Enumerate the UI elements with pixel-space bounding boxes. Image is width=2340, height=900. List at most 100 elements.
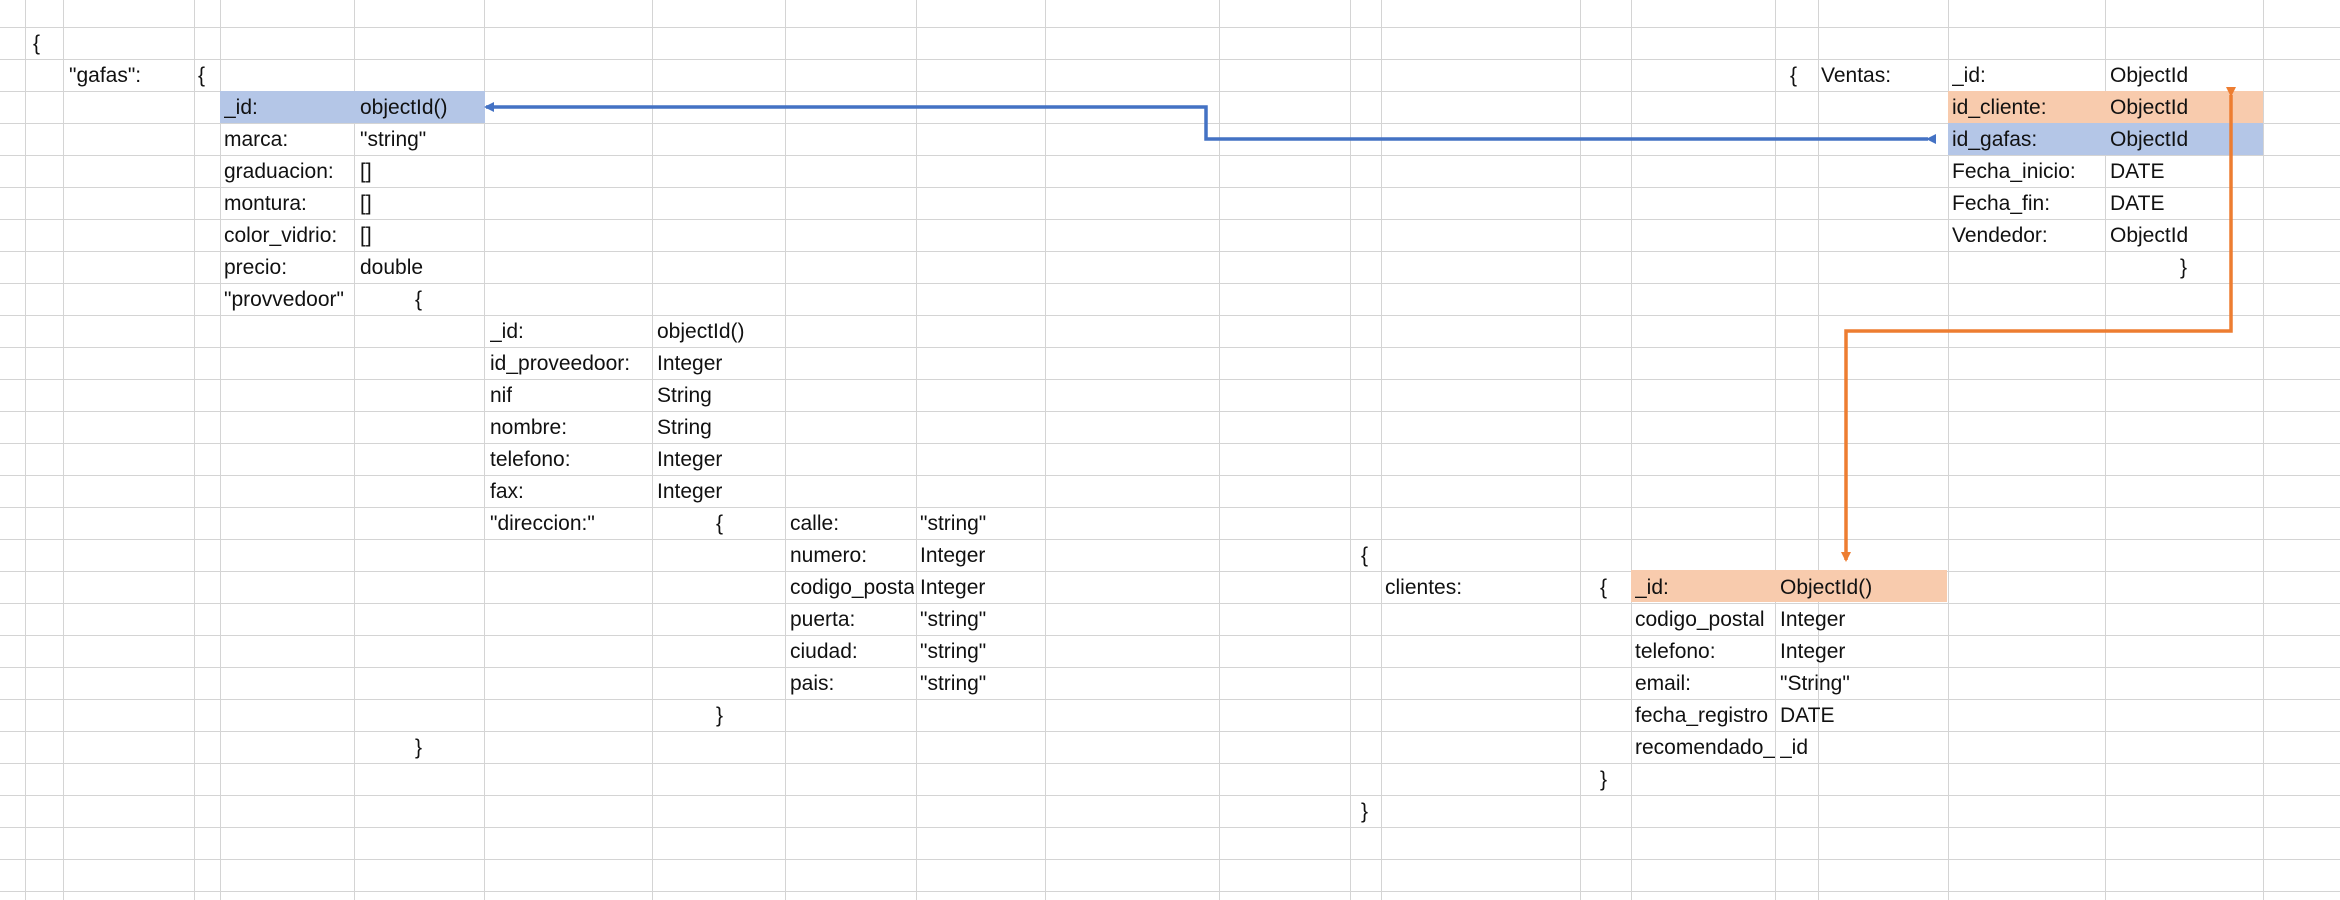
direccion-field-name[interactable]: calle: — [790, 512, 840, 535]
direccion-field-name[interactable]: codigo_postal — [790, 576, 914, 599]
grid-row-line — [0, 443, 2340, 444]
ventas-field-type[interactable]: ObjectId — [2110, 96, 2189, 119]
gafas-field-name[interactable]: graduacion: — [224, 160, 334, 183]
clientes-open-brace[interactable]: { — [1600, 576, 1608, 599]
clientes-field-type[interactable]: _id — [1780, 736, 1809, 759]
grid-column-line — [1775, 0, 1776, 900]
clientes-field-type[interactable]: Integer — [1780, 608, 1846, 631]
gafas-key[interactable]: "gafas": — [69, 64, 142, 87]
ventas-field-type[interactable]: DATE — [2110, 160, 2165, 183]
ventas-open-brace[interactable]: { — [1790, 64, 1798, 87]
proveedor-field-type[interactable]: objectId() — [657, 320, 745, 343]
grid-column-line — [1631, 0, 1632, 900]
gafas-field-name[interactable]: montura: — [224, 192, 307, 215]
proveedor-field-type[interactable]: String — [657, 384, 712, 407]
grid-column-line — [25, 0, 26, 900]
ventas-close-brace[interactable]: } — [2180, 256, 2188, 279]
grid-column-line — [354, 0, 355, 900]
proveedor-key[interactable]: "provvedoor" — [224, 288, 344, 311]
proveedor-field-type[interactable]: Integer — [657, 448, 723, 471]
ventas-field-type[interactable]: ObjectId — [2110, 64, 2189, 87]
gafas-field-name[interactable]: _id: — [224, 96, 258, 119]
gafas-open-brace[interactable]: { — [198, 64, 206, 87]
gafas-field-name[interactable]: color_vidrio: — [224, 224, 338, 247]
grid-row-line — [0, 91, 2340, 92]
clientes-field-type[interactable]: "String" — [1780, 672, 1850, 695]
grid-column-line — [194, 0, 195, 900]
gafas-field-type[interactable]: [] — [360, 224, 372, 247]
grid-row-line — [0, 731, 2340, 732]
proveedor-field-name[interactable]: _id: — [490, 320, 524, 343]
clientes-outer-close-brace[interactable]: } — [1361, 800, 1369, 823]
direccion-field-name[interactable]: pais: — [790, 672, 835, 695]
root-open-brace[interactable]: { — [33, 32, 41, 55]
ventas-field-name[interactable]: id_cliente: — [1952, 96, 2047, 119]
gafas-field-name[interactable]: marca: — [224, 128, 289, 151]
ventas-field-name[interactable]: Fecha_inicio: — [1952, 160, 2076, 183]
direccion-field-type[interactable]: Integer — [920, 576, 986, 599]
gafas-field-type[interactable]: double — [360, 256, 424, 279]
ventas-field-type[interactable]: ObjectId — [2110, 224, 2189, 247]
ventas-field-type[interactable]: DATE — [2110, 192, 2165, 215]
direccion-field-name[interactable]: ciudad: — [790, 640, 858, 663]
direccion-field-type[interactable]: "string" — [920, 608, 987, 631]
grid-row-line — [0, 859, 2340, 860]
direccion-close-brace[interactable]: } — [716, 704, 724, 727]
grid-row-line — [0, 251, 2340, 252]
grid-row-line — [0, 187, 2340, 188]
clientes-field-name[interactable]: _id: — [1635, 576, 1669, 599]
clientes-outer-open-brace[interactable]: { — [1361, 544, 1369, 567]
grid-row-line — [0, 315, 2340, 316]
grid-row-line — [0, 507, 2340, 508]
proveedor-field-type[interactable]: Integer — [657, 480, 723, 503]
gafas-field-type[interactable]: "string" — [360, 128, 427, 151]
direccion-open-brace[interactable]: { — [716, 512, 724, 535]
clientes-id-highlight — [1631, 570, 1947, 602]
grid-column-line — [1219, 0, 1220, 900]
proveedor-open-brace[interactable]: { — [415, 288, 423, 311]
gafas-field-name[interactable]: precio: — [224, 256, 288, 279]
clientes-field-name[interactable]: telefono: — [1635, 640, 1716, 663]
clientes-field-type[interactable]: Integer — [1780, 640, 1846, 663]
grid-column-line — [916, 0, 917, 900]
grid-row-line — [0, 411, 2340, 412]
clientes-field-name[interactable]: fecha_registro — [1635, 704, 1769, 727]
grid-row-line — [0, 571, 2340, 572]
proveedor-field-type[interactable]: String — [657, 416, 712, 439]
proveedor-field-name[interactable]: nif — [490, 384, 513, 407]
direccion-field-name[interactable]: numero: — [790, 544, 868, 567]
proveedor-field-name[interactable]: id_proveedoor: — [490, 352, 631, 375]
ventas-field-name[interactable]: _id: — [1952, 64, 1986, 87]
clientes-field-type[interactable]: DATE — [1780, 704, 1835, 727]
direccion-field-name[interactable]: puerta: — [790, 608, 856, 631]
gafas-field-type[interactable]: [] — [360, 160, 372, 183]
clientes-field-name[interactable]: codigo_postal — [1635, 608, 1765, 631]
proveedor-field-name[interactable]: telefono: — [490, 448, 571, 471]
ventas-key[interactable]: Ventas: — [1821, 64, 1892, 87]
proveedor-field-name[interactable]: fax: — [490, 480, 524, 503]
clientes-field-type[interactable]: ObjectId() — [1780, 576, 1873, 599]
direccion-key[interactable]: "direccion:" — [490, 512, 595, 535]
clientes-field-name[interactable]: recomendado_ — [1635, 736, 1775, 759]
direccion-field-type[interactable]: "string" — [920, 640, 987, 663]
proveedor-close-brace[interactable]: } — [415, 736, 423, 759]
gafas-field-type[interactable]: [] — [360, 192, 372, 215]
grid-row-line — [0, 59, 2340, 60]
gafas-field-type[interactable]: objectId() — [360, 96, 448, 119]
ventas-field-name[interactable]: Vendedor: — [1952, 224, 2048, 247]
proveedor-field-type[interactable]: Integer — [657, 352, 723, 375]
ventas-field-type[interactable]: ObjectId — [2110, 128, 2189, 151]
direccion-field-type[interactable]: "string" — [920, 512, 987, 535]
clientes-field-name[interactable]: email: — [1635, 672, 1692, 695]
grid-row-line — [0, 699, 2340, 700]
grid-column-line — [1818, 0, 1819, 900]
clientes-key[interactable]: clientes: — [1385, 576, 1463, 599]
ventas-field-name[interactable]: Fecha_fin: — [1952, 192, 2051, 215]
grid-row-line — [0, 27, 2340, 28]
direccion-field-type[interactable]: "string" — [920, 672, 987, 695]
clientes-close-brace[interactable]: } — [1600, 768, 1608, 791]
ventas-field-name[interactable]: id_gafas: — [1952, 128, 2038, 151]
proveedor-field-name[interactable]: nombre: — [490, 416, 568, 439]
direccion-field-type[interactable]: Integer — [920, 544, 986, 567]
